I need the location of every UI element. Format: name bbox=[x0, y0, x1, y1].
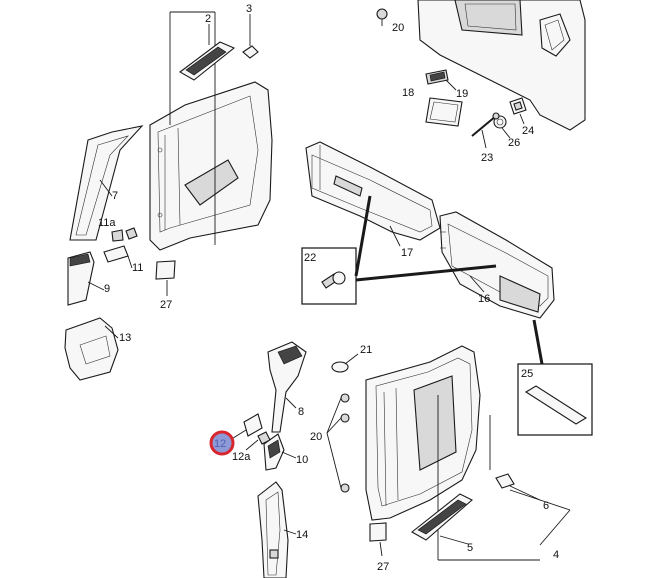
connector-19 bbox=[425, 69, 449, 85]
label-10: 10 bbox=[296, 454, 308, 466]
rear-door-panel bbox=[417, 0, 586, 131]
label-plate-27-lower bbox=[369, 522, 387, 542]
bolt-23 bbox=[471, 112, 500, 137]
label-27-upper: 27 bbox=[160, 299, 172, 311]
label-8: 8 bbox=[298, 406, 304, 418]
rear-side-panel-lower bbox=[365, 345, 481, 521]
label-22: 22 bbox=[304, 252, 316, 264]
label-17: 17 bbox=[401, 247, 413, 259]
label-3: 3 bbox=[246, 3, 252, 15]
highlight-marker-12[interactable]: 12 bbox=[209, 430, 235, 456]
label-7: 7 bbox=[112, 190, 118, 202]
label-19: 19 bbox=[456, 88, 468, 100]
cover-9 bbox=[67, 251, 95, 306]
push-clip-20-top bbox=[376, 8, 388, 26]
label-13: 13 bbox=[119, 332, 131, 344]
label-20-top: 20 bbox=[392, 22, 404, 34]
label-4: 4 bbox=[553, 549, 559, 561]
label-plate-27-upper bbox=[155, 260, 176, 280]
label-21: 21 bbox=[360, 344, 372, 356]
pillar-trim-7 bbox=[69, 125, 144, 241]
label-25: 25 bbox=[521, 368, 533, 380]
push-clips-20-lower bbox=[326, 393, 350, 493]
label-16: 16 bbox=[478, 293, 490, 305]
rear-side-panel-upper bbox=[149, 81, 273, 251]
trim-10 bbox=[263, 433, 285, 471]
label-14: 14 bbox=[296, 529, 308, 541]
label-5: 5 bbox=[467, 542, 473, 554]
pillar-trim-8 bbox=[267, 341, 307, 433]
vent-grille-5 bbox=[411, 493, 473, 541]
clip-24 bbox=[509, 97, 527, 115]
vent-grille-2 bbox=[179, 41, 236, 81]
label-26: 26 bbox=[508, 137, 520, 149]
label-12a: 12a bbox=[232, 451, 251, 463]
label-11: 11 bbox=[132, 262, 143, 274]
clip-3 bbox=[242, 45, 259, 59]
label-2: 2 bbox=[205, 13, 211, 25]
storage-panel-17 bbox=[305, 141, 441, 241]
label-6: 6 bbox=[543, 500, 549, 512]
label-12: 12 bbox=[214, 438, 226, 450]
callout-box-22 bbox=[301, 195, 497, 305]
clip-11a bbox=[111, 229, 124, 242]
bracket-11 bbox=[103, 227, 138, 263]
callout-box-25 bbox=[517, 319, 593, 436]
plate-18 bbox=[425, 97, 463, 127]
storage-panel-16 bbox=[439, 211, 555, 319]
pillar-trim-14 bbox=[257, 481, 289, 578]
label-23: 23 bbox=[481, 152, 493, 164]
label-18: 18 bbox=[402, 87, 414, 99]
label-20-lower: 20 bbox=[310, 431, 322, 443]
label-9: 9 bbox=[104, 283, 110, 295]
label-24: 24 bbox=[522, 125, 534, 137]
label-27-lower: 27 bbox=[377, 561, 389, 573]
end-cap-13 bbox=[64, 317, 119, 381]
label-11a: 11a bbox=[98, 217, 116, 229]
cap-21 bbox=[331, 353, 359, 373]
clip-6 bbox=[495, 473, 515, 489]
cover-12 bbox=[229, 413, 263, 441]
